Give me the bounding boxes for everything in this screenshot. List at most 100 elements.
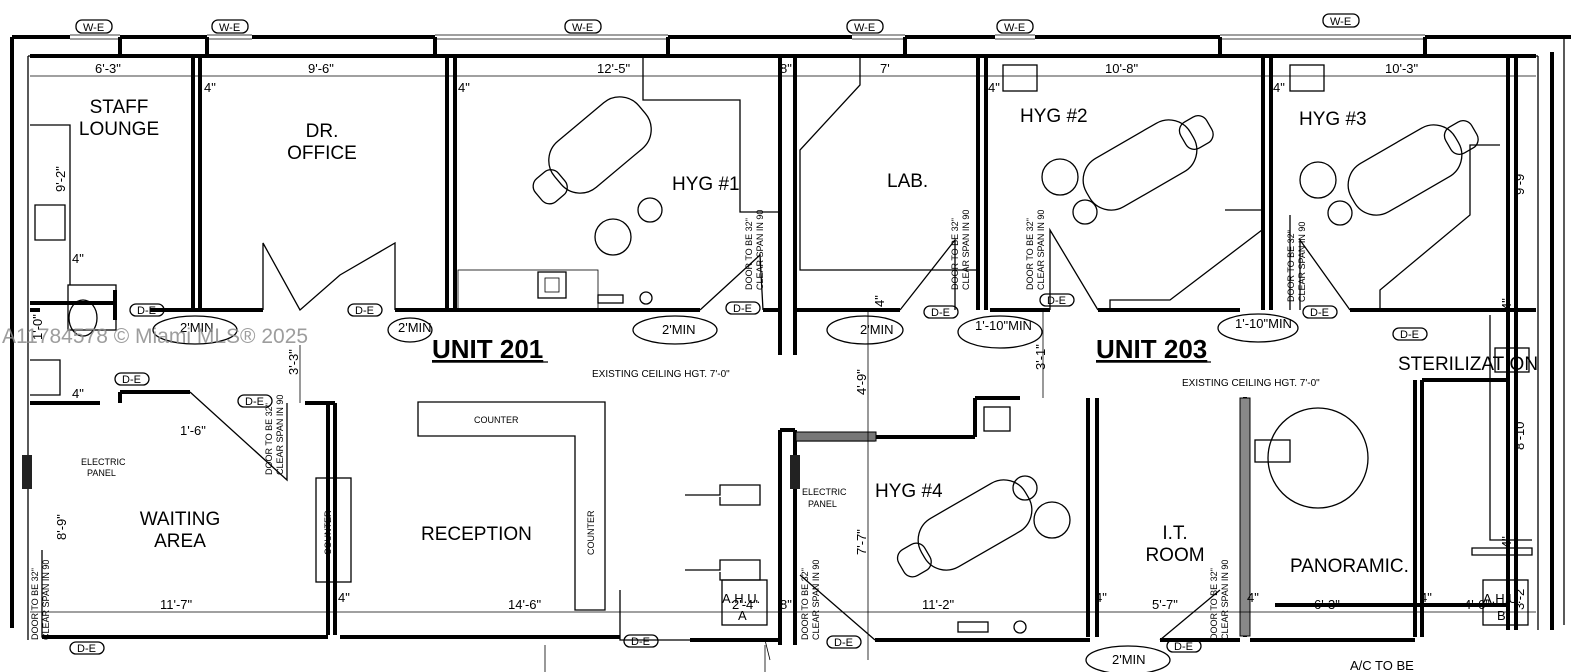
dim-vertical: 1'-0"	[30, 314, 45, 340]
room-label-waiting: WAITING	[140, 509, 221, 530]
dim-wall: 4"	[72, 386, 84, 401]
door-note: CLEAR SPAN IN 90	[1220, 560, 1230, 640]
dim-wall: 4"	[872, 295, 887, 307]
dim-bottom: 8"	[780, 597, 792, 612]
door-note: DOOR TO BE 32"	[950, 218, 960, 290]
ahu-label: A.H.U.	[1483, 591, 1521, 606]
dim-vertical: 3'-2"	[1512, 584, 1527, 610]
room-label-panoramic: PANORAMIC.	[1290, 556, 1409, 577]
dimension-text: 6'-3" 9'-6" 12'-5" 8" 7' 10'-8" 10'-3" 1…	[30, 61, 1527, 612]
casework	[22, 55, 1533, 626]
dim-vertical: 8'-10"	[1512, 416, 1527, 450]
exterior-walls	[10, 34, 1571, 640]
ceiling-note: EXISTING CEILING HGT. 7'-0"	[1182, 378, 1320, 389]
room-labels: STAFF LOUNGE DR. OFFICE HYG #1 LAB. HYG …	[79, 97, 1538, 577]
dim-vertical: 4'-9"	[854, 369, 869, 395]
door-note: DOOR TO BE 32"	[30, 568, 40, 640]
dim-vertical: 9'-2"	[53, 166, 68, 192]
dim-bottom: 14'-6"	[508, 597, 542, 612]
room-label-dr-office: OFFICE	[287, 143, 357, 164]
window-tag: W-E	[854, 22, 875, 34]
dim-wall: 4"	[1273, 80, 1285, 95]
dim-vertical: 9'-9"	[1512, 169, 1527, 195]
dim-wall: 4"	[1095, 590, 1107, 605]
dim-horizontal: 1'-6"	[180, 423, 206, 438]
door-tag: D-E	[834, 637, 853, 649]
min-clearance-label: 2'MIN	[1112, 652, 1146, 667]
door-note: CLEAR SPAN IN 90	[811, 560, 821, 640]
dim-top: 7'	[880, 61, 890, 76]
room-label-waiting: AREA	[154, 531, 206, 552]
room-label-staff-lounge: LOUNGE	[79, 119, 159, 140]
dim-top: 12'-5"	[597, 61, 631, 76]
dim-bottom: 6'-3"	[1314, 597, 1340, 612]
dim-vertical: 3'-1"	[1033, 344, 1048, 370]
dim-wall: 4"	[1499, 536, 1514, 548]
min-clearance-label: 2'MIN	[180, 320, 214, 335]
dim-vertical: 8'-9"	[54, 514, 69, 540]
dim-bottom: 5'-7"	[1152, 597, 1178, 612]
dim-top: 10'-3"	[1385, 61, 1419, 76]
door-note: CLEAR SPAN IN 90	[1297, 222, 1307, 302]
door-tag: D-E	[1400, 329, 1419, 341]
dim-wall: 4"	[1499, 298, 1514, 310]
dim-top: 9'-6"	[308, 61, 334, 76]
window-tag: W-E	[572, 22, 593, 34]
dim-wall: 4"	[204, 80, 216, 95]
window-tag: W-E	[219, 22, 240, 34]
door-tag: D-E	[77, 643, 96, 655]
dim-bottom: 2'-4"	[732, 597, 758, 612]
dim-top: 8"	[780, 61, 792, 76]
fixture-labels: COUNTER COUNTER COUNTER ELECTRIC PANEL E…	[30, 210, 1521, 672]
door-tags: D-E D-E D-E D-E D-E D-E D-E D-E D-E D-E …	[69, 293, 1428, 655]
room-label-hyg1: HYG #1	[672, 174, 740, 195]
door-tag: D-E	[1047, 295, 1066, 307]
door-note: CLEAR SPAN IN 90	[1036, 210, 1046, 290]
dim-vertical: 7'-7"	[854, 529, 869, 555]
electric-panel-label: PANEL	[87, 468, 116, 478]
electric-panel-label: ELECTRIC	[802, 487, 847, 497]
room-label-reception: RECEPTION	[421, 524, 532, 545]
window-tag: W-E	[1004, 22, 1025, 34]
counter-label: COUNTER	[586, 510, 596, 555]
door-note: DOOR TO BE 32"	[744, 218, 754, 290]
watermark: A11784578 © Miami MLS® 2025	[2, 325, 308, 348]
dim-top: 6'-3"	[95, 61, 121, 76]
door-note: CLEAR SPAN IN 90	[275, 395, 285, 475]
door-note: DOOR TO BE 32"	[800, 568, 810, 640]
door-tag: D-E	[137, 305, 156, 317]
dim-wall: 4"	[72, 251, 84, 266]
unit-title-201: UNIT 201	[432, 334, 543, 364]
room-label-it-room: ROOM	[1145, 545, 1204, 566]
door-note: DOOR TO BE 32"	[1025, 218, 1035, 290]
room-label-dr-office: DR.	[306, 121, 339, 142]
interior-walls	[30, 54, 1536, 645]
room-label-sterilization: STERILIZATION	[1398, 354, 1538, 375]
door-note: CLEAR SPAN IN 90	[41, 560, 51, 640]
door-swings	[41, 215, 1351, 641]
ceiling-note: EXISTING CEILING HGT. 7'-0"	[592, 369, 730, 380]
revision-clouds	[152, 313, 1299, 672]
door-tag: D-E	[245, 396, 264, 408]
door-tag: D-E	[733, 303, 752, 315]
door-note: CLEAR SPAN IN 90	[961, 210, 971, 290]
dim-bottom: 11'-7"	[160, 597, 193, 612]
counter-label: COUNTER	[474, 415, 519, 425]
dim-wall: 4"	[458, 80, 470, 95]
room-label-it-room: I.T.	[1162, 523, 1187, 544]
min-clearance-label: 2'MIN	[662, 322, 696, 337]
dim-wall: 4"	[1247, 590, 1259, 605]
window-tag: W-E	[1330, 16, 1351, 28]
ac-note: A/C TO BE	[1350, 658, 1414, 672]
door-tag: D-E	[931, 307, 950, 319]
dimension-lines	[30, 55, 1536, 672]
min-clearance-label: 1'-10"MIN	[1235, 316, 1292, 331]
door-tag: D-E	[355, 305, 374, 317]
dim-wall: 4"	[1420, 590, 1432, 605]
counter-label: COUNTER	[323, 510, 333, 555]
room-label-hyg2: HYG #2	[1020, 106, 1088, 127]
room-label-hyg4: HYG #4	[875, 481, 943, 502]
room-label-lab: LAB.	[887, 171, 928, 192]
